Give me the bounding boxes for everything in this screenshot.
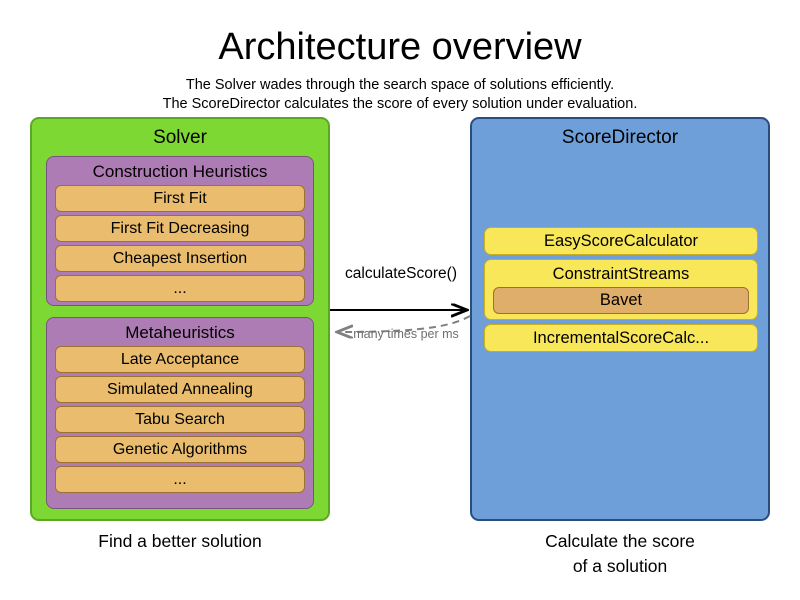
solver-panel-title: Solver — [153, 127, 207, 148]
score-director-panel: ScoreDirector EasyScoreCalculator Constr… — [470, 117, 770, 521]
bavet-box[interactable]: Bavet — [493, 287, 749, 314]
solver-panel: Solver Construction Heuristics First Fit… — [30, 117, 330, 521]
list-item[interactable]: Genetic Algorithms — [55, 436, 305, 463]
list-item[interactable]: ... — [55, 275, 305, 302]
list-item[interactable]: Cheapest Insertion — [55, 245, 305, 272]
constraint-streams-label: ConstraintStreams — [552, 265, 690, 283]
many-times-per-ms-label: many times per ms — [353, 327, 459, 341]
score-director-caption-line-2: of a solution — [572, 556, 668, 576]
many-times-per-ms-arrow — [338, 315, 471, 332]
list-item[interactable]: ... — [55, 466, 305, 493]
list-item[interactable]: Simulated Annealing — [55, 376, 305, 403]
score-director-panel-title: ScoreDirector — [561, 127, 679, 148]
construction-heuristics-item-list: First Fit First Fit Decreasing Cheapest … — [47, 185, 313, 308]
subtitle-line-1: The Solver wades through the search spac… — [185, 77, 615, 93]
metaheuristics-item-list: Late Acceptance Simulated Annealing Tabu… — [47, 346, 313, 499]
list-item[interactable]: EasyScoreCalculator — [484, 227, 758, 255]
page-title: Architecture overview — [218, 26, 582, 68]
list-item[interactable]: Late Acceptance — [55, 346, 305, 373]
arrow-icons — [330, 265, 471, 355]
solver-caption: Find a better solution — [30, 529, 330, 554]
calculate-score-arrow-label: calculateScore() — [345, 265, 457, 282]
score-director-caption: Calculate the score of a solution — [470, 529, 770, 579]
metaheuristics-group: Metaheuristics Late Acceptance Simulated… — [46, 317, 314, 509]
calculator-list: EasyScoreCalculator ConstraintStreams Ba… — [484, 227, 758, 356]
construction-heuristics-title: Construction Heuristics — [92, 162, 268, 181]
score-director-caption-line-1: Calculate the score — [545, 531, 695, 551]
list-item[interactable]: First Fit Decreasing — [55, 215, 305, 242]
subtitle-line-2: The ScoreDirector calculates the score o… — [162, 96, 638, 112]
diagram-header: Architecture overview The Solver wades t… — [0, 0, 800, 114]
construction-heuristics-group: Construction Heuristics First Fit First … — [46, 156, 314, 306]
list-item[interactable]: ConstraintStreams Bavet — [484, 259, 758, 320]
list-item[interactable]: First Fit — [55, 185, 305, 212]
metaheuristics-title: Metaheuristics — [125, 323, 235, 342]
list-item[interactable]: IncrementalScoreCalc... — [484, 324, 758, 352]
list-item[interactable]: Tabu Search — [55, 406, 305, 433]
solver-caption-line: Find a better solution — [98, 531, 262, 551]
arrow-group: calculateScore() many times per ms — [330, 265, 472, 355]
